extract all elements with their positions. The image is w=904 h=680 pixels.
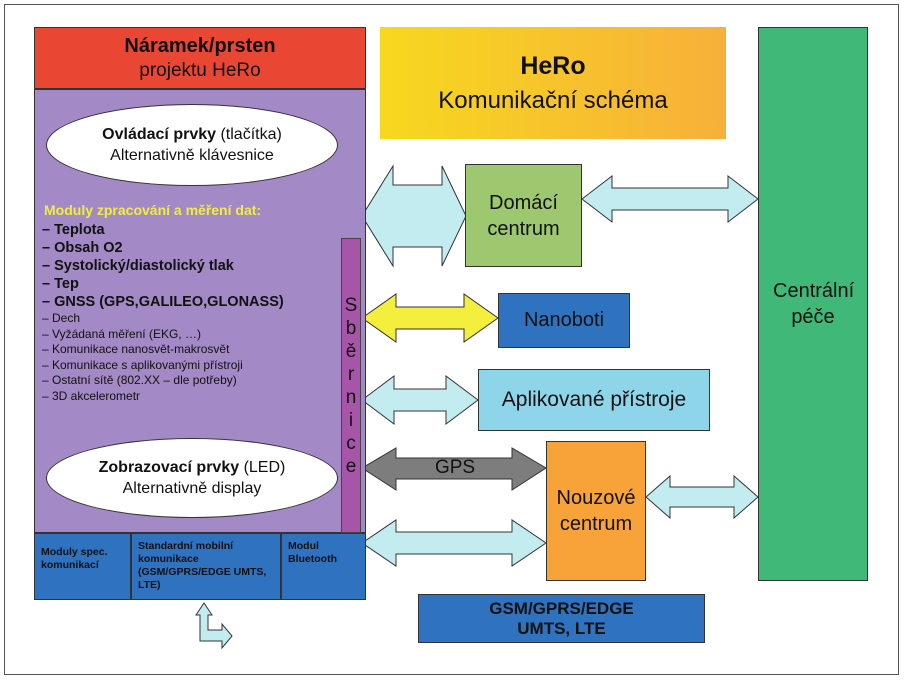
controls-subtitle: Alternativně klávesnice (110, 146, 274, 164)
module-item: – Komunikace s aplikovanými přístroji (42, 357, 243, 372)
modules-list: – Teplota – Obsah O2 – Systolický/diastoli… (42, 221, 352, 404)
emergency-center-label: Nouzové centrum (556, 487, 636, 535)
bus-letter: i (348, 409, 354, 431)
gsm-line2: UMTS, LTE (517, 618, 606, 638)
bracelet-title: Náramek/prsten (124, 34, 276, 57)
applied-devices: Aplikované přístroje (478, 369, 710, 431)
arrow-emergency-central (645, 474, 759, 520)
arrow-emergency (361, 519, 547, 567)
arrow-devices (361, 375, 479, 425)
applied-devices-label: Aplikované přístroje (501, 388, 687, 411)
arrow-home (361, 164, 467, 268)
arrow-home-central (581, 174, 759, 224)
module-bluetooth: Modul Bluetooth (281, 533, 366, 600)
hero-title-box: HeRo Komunikační schéma (380, 27, 726, 139)
bus-letter: n (345, 386, 357, 408)
nanobots: Nanoboti (498, 293, 630, 348)
arrow-nanobots (361, 293, 499, 343)
hero-title: HeRo (520, 51, 586, 80)
emergency-center: Nouzové centrum (546, 441, 646, 581)
central-care-label: Centrální péče (773, 280, 855, 328)
module-item: – Vyžádaná měření (EKG, …) (42, 326, 201, 341)
module-item: – 3D akcelerometr (42, 388, 141, 403)
central-care: Centrální péče (758, 27, 868, 581)
module-item: – Ostatní sítě (802.XX – dle potřeby) (42, 373, 237, 387)
bus-letter: c (346, 432, 356, 454)
module-spec-comm: Moduly spec. komunikací (34, 533, 131, 600)
modules-heading: Moduly zpracování a měření dat: (44, 202, 262, 218)
arrow-bent-small (195, 602, 233, 650)
module-item: – Obsah O2 (42, 240, 123, 256)
module-item: – Tep (42, 276, 79, 292)
controls-title: Ovládací prvky (tlačítka) (102, 125, 282, 143)
gsm-box: GSM/GPRS/EDGE UMTS, LTE (418, 594, 705, 643)
module-item: – Teplota (42, 222, 105, 238)
controls-ellipse: Ovládací prvky (tlačítka) Alternativně k… (46, 104, 338, 186)
bus-letter: b (345, 317, 357, 339)
nanobots-label: Nanoboti (523, 309, 605, 331)
hero-subtitle: Komunikační schéma (438, 86, 668, 114)
home-center-label: Domácí centrum (487, 191, 560, 240)
display-ellipse: Zobrazovací prvky (LED) Alternativně dis… (46, 438, 338, 518)
module-mobile-comm: Standardní mobilní komunikace (GSM/GPRS/… (131, 533, 281, 600)
gsm-line1: GSM/GPRS/EDGE (489, 598, 634, 618)
diagram-frame (4, 4, 899, 675)
bracelet-subtitle: projektu HeRo (139, 59, 261, 81)
module-item: – Systolický/diastolický tlak (42, 258, 234, 274)
bus-letter: ě (345, 340, 357, 362)
display-subtitle: Alternativně display (122, 479, 262, 497)
bracelet-header: Náramek/prsten projektu HeRo (34, 27, 366, 89)
module-item: – GNSS (GPS,GALILEO,GLONASS) (42, 294, 284, 310)
module-item: – Komunikace nanosvět-makrosvět (42, 342, 230, 356)
bus-letter: r (347, 363, 355, 385)
home-center: Domácí centrum (465, 164, 582, 267)
gps-label: GPS (434, 457, 476, 478)
module-item: – Dech (42, 311, 81, 325)
bus-letter: S (344, 294, 358, 316)
bus-letter: e (345, 455, 357, 477)
display-title: Zobrazovací prvky (LED) (98, 458, 286, 476)
